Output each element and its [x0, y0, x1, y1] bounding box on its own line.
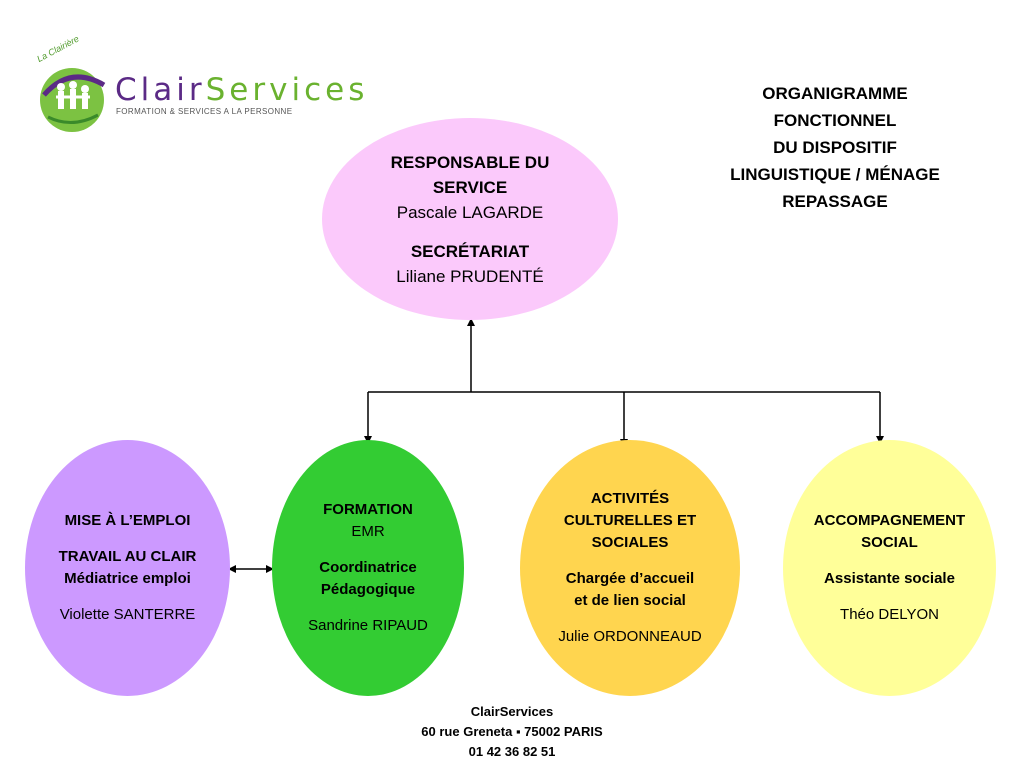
node-activites-label: CULTURELLES ET — [563, 512, 697, 529]
chart-title: ORGANIGRAMME FONCTIONNEL DU DISPOSITIF L… — [700, 80, 970, 215]
node-activites: ACTIVITÉS CULTURELLES ET SOCIALES Chargé… — [520, 440, 740, 696]
node-activites-role: Chargée d’accueil — [565, 570, 695, 587]
footer-contact: ClairServices 60 rue Greneta ▪ 75002 PAR… — [362, 702, 662, 762]
logo-emblem-icon — [40, 68, 106, 132]
title-line: FONCTIONNEL — [773, 111, 897, 130]
logo-brand: ClairServices — [115, 72, 368, 108]
node-activites-role: et de lien social — [574, 592, 686, 609]
node-mise-emploi: MISE À L’EMPLOI TRAVAIL AU CLAIR Médiatr… — [25, 440, 230, 696]
footer-phone: 01 42 36 82 51 — [468, 744, 556, 759]
title-line: ORGANIGRAMME — [762, 84, 908, 103]
node-mise-label: MISE À L’EMPLOI — [64, 512, 191, 529]
footer-address: 60 rue Greneta ▪ 75002 PARIS — [421, 724, 603, 739]
node-accompagnement: ACCOMPAGNEMENT SOCIAL Assistante sociale… — [783, 440, 996, 696]
logo-brand-clair: Clair — [115, 72, 206, 108]
title-line: LINGUISTIQUE / MÉNAGE — [730, 165, 940, 184]
title-line: REPASSAGE — [782, 192, 888, 211]
node-secretariat-person: Liliane PRUDENTÉ — [396, 266, 544, 286]
node-responsable-person: Pascale LAGARDE — [396, 202, 544, 222]
node-formation-role: Pédagogique — [320, 581, 416, 598]
clairservices-logo — [30, 55, 320, 135]
node-formation-label: FORMATION — [323, 501, 413, 518]
node-mise-sub: TRAVAIL AU CLAIR — [58, 548, 197, 565]
node-formation-person: Sandrine RIPAUD — [308, 617, 428, 634]
logo-brand-services: Services — [205, 72, 369, 108]
node-secretariat-label: SECRÉTARIAT — [410, 241, 530, 261]
node-accompagnement-role: Assistante sociale — [824, 570, 955, 587]
logo-tagline: FORMATION & SERVICES A LA PERSONNE — [116, 107, 293, 116]
node-formation: FORMATION EMR Coordinatrice Pédagogique … — [272, 440, 464, 696]
node-mise-sub: Médiatrice emploi — [64, 570, 191, 587]
footer-name: ClairServices — [470, 704, 554, 719]
node-formation-sub: EMR — [351, 523, 385, 540]
node-accompagnement-label: ACCOMPAGNEMENT — [813, 512, 966, 529]
title-line: DU DISPOSITIF — [773, 138, 897, 157]
node-accompagnement-label: SOCIAL — [861, 534, 918, 551]
node-responsable-role: RESPONSABLE DU — [390, 152, 550, 172]
node-activites-person: Julie ORDONNEAUD — [558, 628, 702, 645]
node-mise-person: Violette SANTERRE — [59, 606, 196, 623]
node-accompagnement-person: Théo DELYON — [840, 606, 939, 623]
node-activites-label: SOCIALES — [591, 534, 669, 551]
node-formation-role: Coordinatrice — [319, 559, 417, 576]
node-responsable-role: SERVICE — [432, 177, 508, 197]
node-activites-label: ACTIVITÉS — [590, 490, 670, 507]
node-responsable: RESPONSABLE DU SERVICE Pascale LAGARDE S… — [322, 118, 618, 320]
